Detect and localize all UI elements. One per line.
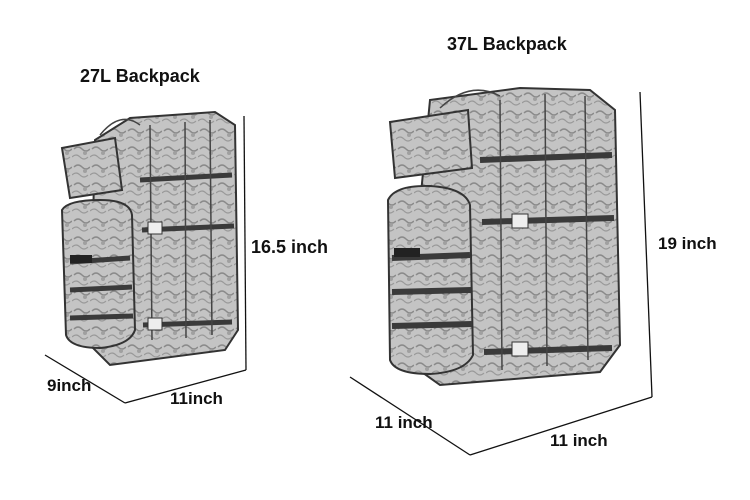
large-width-label: 11 inch <box>550 431 608 450</box>
large-backpack-image <box>386 86 622 387</box>
large-backpack-title: 37L Backpack <box>447 34 567 54</box>
small-width-label: 11inch <box>170 389 223 408</box>
small-backpack-image <box>60 110 240 367</box>
large-depth-label: 11 inch <box>375 413 433 432</box>
small-dimension-lines <box>44 115 247 404</box>
small-height-label: 16.5 inch <box>251 237 329 257</box>
large-height-label: 19 inch <box>658 234 717 253</box>
small-backpack-title: 27L Backpack <box>80 66 200 86</box>
large-dimension-lines <box>349 91 653 456</box>
small-depth-label: 9inch <box>47 376 92 395</box>
